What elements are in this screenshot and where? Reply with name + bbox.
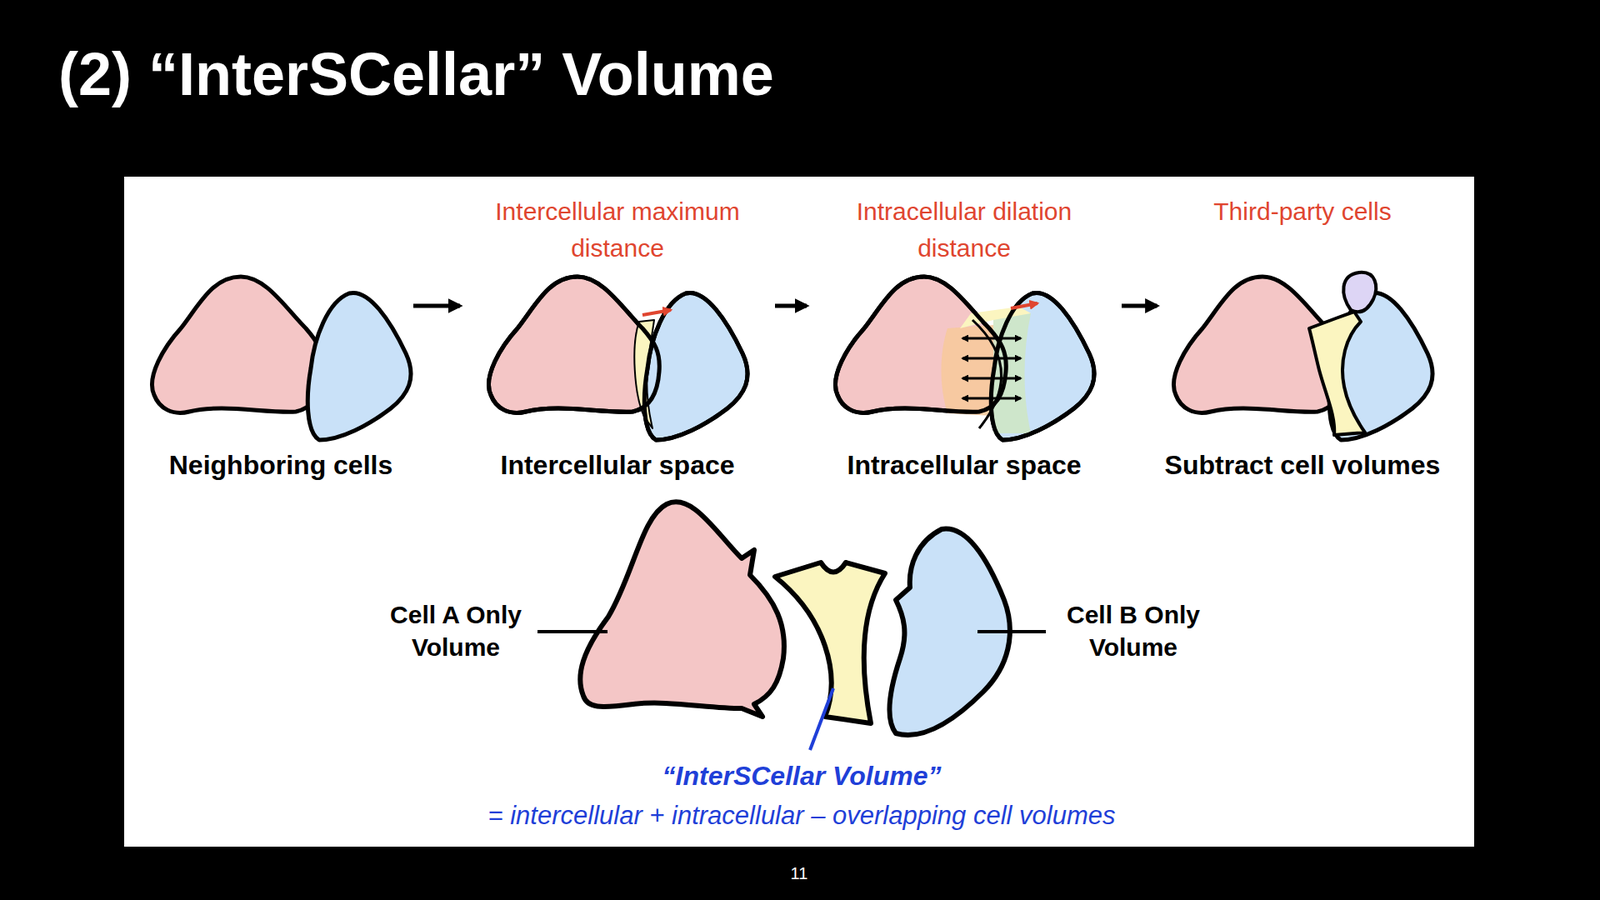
stage-caption: Intracellular space <box>809 448 1120 482</box>
dilation-arrow <box>962 357 1021 360</box>
stage-caption: Neighboring cells <box>150 448 411 482</box>
stage-panel: Intercellular maximum distanceIntercellu… <box>462 193 773 485</box>
cell-outline <box>644 292 748 440</box>
stage-panel: Neighboring cells <box>150 193 411 485</box>
flow-arrow <box>775 304 807 309</box>
parameter-header: Intercellular maximum distance <box>462 193 773 267</box>
parameter-header: Third-party cells <box>1160 193 1446 230</box>
leader-line <box>537 630 608 634</box>
stage-caption: Intercellular space <box>462 448 773 482</box>
stage-panel: Intracellular dilation distanceIntracell… <box>809 193 1120 485</box>
page-number: 11 <box>790 863 809 884</box>
cell-outline <box>990 292 1095 440</box>
cell-shape <box>152 276 324 413</box>
cell-shape <box>307 292 411 440</box>
dilation-arrow <box>962 337 1021 340</box>
distance-arrow <box>642 310 671 315</box>
cell-outline <box>489 276 660 413</box>
blue-dilation-zone <box>993 313 1031 434</box>
stage-illustration <box>139 270 423 445</box>
stage-illustration <box>1160 270 1445 445</box>
volume-label: “InterSCellar Volume” <box>662 760 942 792</box>
parameter-header: Intracellular dilation distance <box>809 193 1120 267</box>
part-label: Cell B Only Volume <box>1045 598 1221 664</box>
flow-arrow <box>413 304 460 309</box>
flow-arrow <box>1121 304 1158 309</box>
dilation-arc <box>972 320 1002 429</box>
part-label: Cell A Only Volume <box>368 598 544 664</box>
dilation-arrow <box>962 397 1021 400</box>
stage-panel: Third-party cellsSubtract cell volumes <box>1160 193 1446 485</box>
formula-note: = intercellular + intracellular – overla… <box>488 800 1116 831</box>
distance-arrow <box>1010 303 1038 309</box>
cell-outline <box>835 276 1007 413</box>
leader-line <box>977 630 1046 634</box>
third-party-cell <box>1343 272 1376 312</box>
leader-line <box>810 688 834 750</box>
cell-shape <box>489 276 660 413</box>
interscellar-region <box>1309 311 1365 435</box>
white-panel <box>124 176 1475 847</box>
slide-title: (2) “InterSCellar” Volume <box>58 38 775 110</box>
stage-illustration <box>822 270 1106 445</box>
cell-a-volume <box>580 501 785 717</box>
dilation-arrow <box>962 377 1021 380</box>
stage-illustration <box>475 270 760 445</box>
stage-caption: Subtract cell volumes <box>1160 448 1446 482</box>
